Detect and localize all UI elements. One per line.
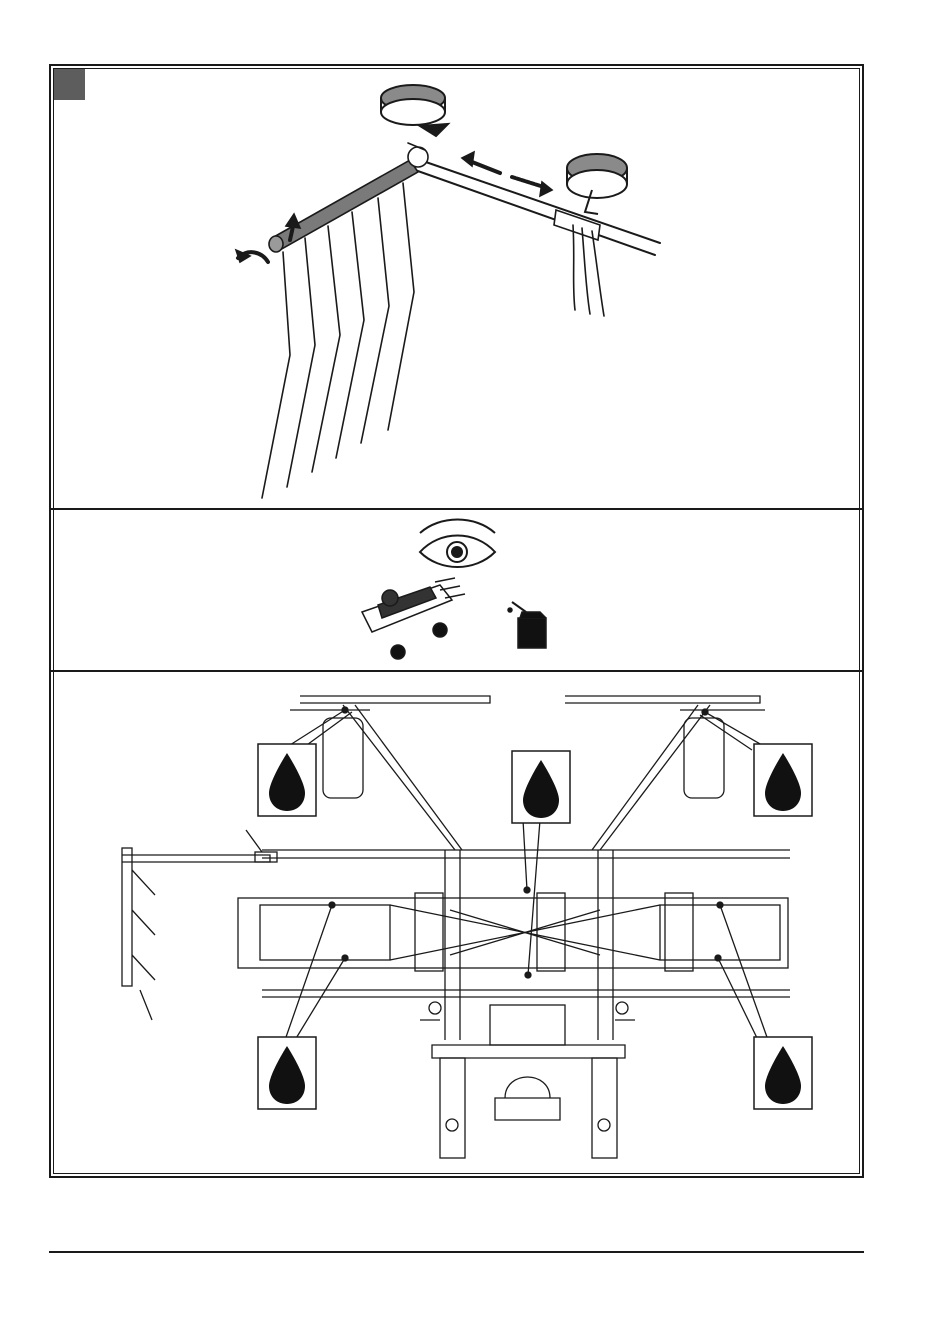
oil-drop-icon — [754, 744, 812, 816]
oil-drop-icon — [258, 1037, 316, 1109]
machine-icon — [362, 578, 465, 659]
eye-icon — [420, 520, 495, 568]
oil-can-icon — [508, 602, 546, 648]
rotate-cw-icon — [381, 85, 448, 136]
oil-drop-icon — [258, 744, 316, 816]
rotate-ccw-icon — [567, 154, 627, 214]
oil-drop-icon — [754, 1037, 812, 1109]
oil-drop-icon — [512, 751, 570, 823]
machine-top-view — [122, 696, 790, 1158]
